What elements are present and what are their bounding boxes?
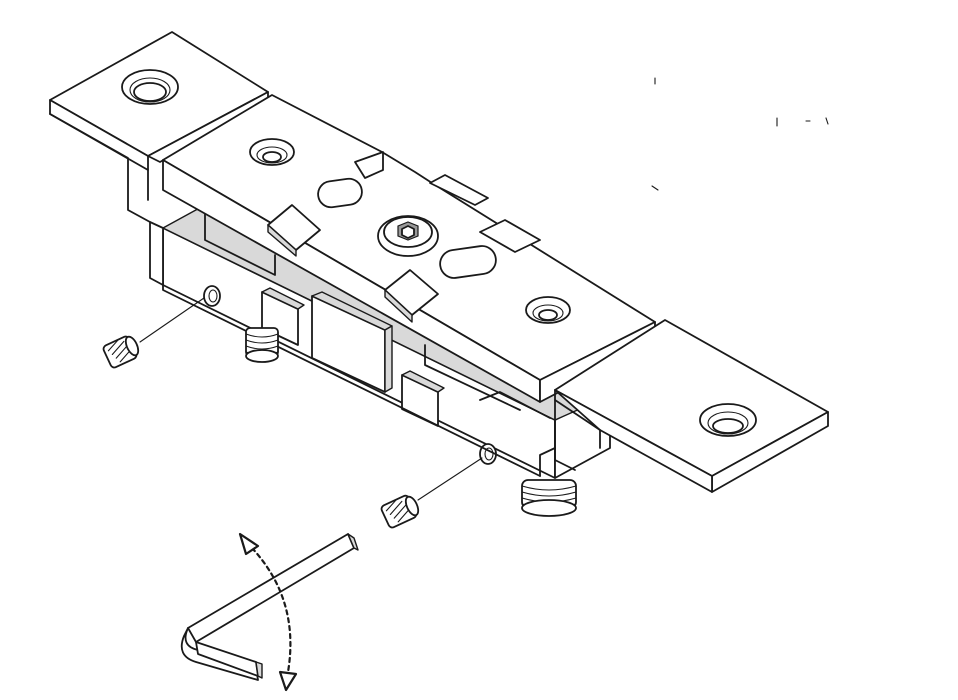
threaded-stud-right [521, 479, 577, 517]
mounting-bracket-right [554, 319, 829, 493]
rotation-arrow [238, 532, 298, 692]
socket-head-cap-screw [377, 215, 439, 257]
set-screw-right [380, 457, 483, 529]
hex-key [180, 533, 359, 681]
set-screw-left [102, 297, 205, 369]
scan-artifacts [651, 77, 829, 191]
threaded-stud-left [245, 327, 279, 363]
mounting-bracket-left [49, 31, 269, 223]
